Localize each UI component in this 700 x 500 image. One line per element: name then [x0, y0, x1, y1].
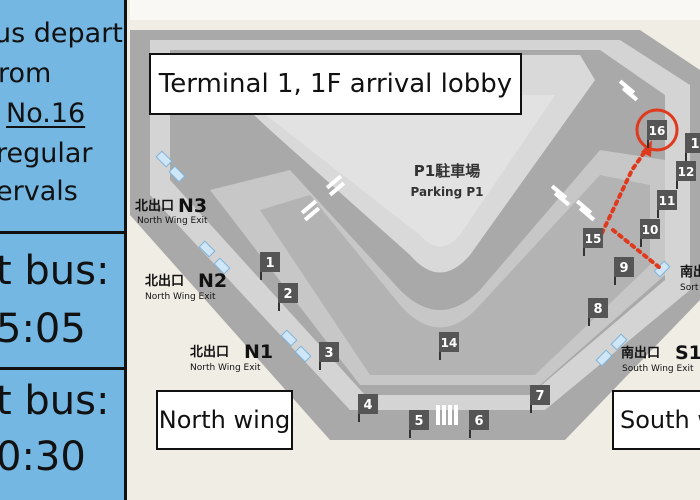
north-wing-label: North wing: [156, 390, 293, 450]
exit-doors: [155, 150, 671, 367]
bus-stop-8: 8: [588, 298, 608, 326]
exit-jp: 北出口: [145, 273, 184, 289]
exit-label-n1: 北出口 N1 North Wing Exit: [190, 341, 273, 373]
stop-badge: [530, 385, 550, 405]
exit-label-s1: 南出口 S1 South Wing Exit: [621, 342, 700, 374]
exit-en: North Wing Exit: [145, 292, 216, 302]
bus-stop-7: 7: [530, 385, 550, 413]
bus-stop-5: 5: [409, 410, 429, 438]
stop-number: 11: [659, 194, 676, 208]
exit-code: S1: [675, 342, 700, 364]
info-line: us departs: [0, 18, 127, 49]
bus-stop-10: 10: [640, 219, 660, 247]
stop-number: 1: [265, 256, 274, 271]
first-bus-block: t bus: 5:05: [0, 234, 124, 370]
bus-stop-13: 1: [685, 133, 700, 161]
stop-number: 10: [642, 223, 659, 237]
stop-number: 9: [619, 261, 628, 276]
info-line: regular: [0, 138, 93, 169]
exit-en: North Wing Exit: [190, 363, 261, 373]
stop-badge: [439, 332, 459, 352]
parking-label-jp: P1駐車場: [414, 162, 480, 180]
info-line: ervals: [0, 176, 78, 207]
south-wing-label: South w: [612, 390, 700, 450]
stop-badge: [583, 228, 603, 248]
departure-info: us departs rom No.16 regular ervals: [0, 0, 127, 234]
info-sidebar: us departs rom No.16 regular ervals t bu…: [0, 0, 127, 500]
terminal-building-edge: [130, 0, 700, 20]
exit-en: South Wing Exit: [622, 364, 694, 374]
stop-badge: [358, 394, 378, 414]
route-from-exit: [611, 228, 662, 270]
center-road: [260, 175, 650, 375]
bus-stop-3: 3: [319, 342, 339, 370]
route-to-stop-16: [600, 148, 648, 235]
bus-stop-14: 14: [439, 332, 459, 360]
stop-number: 1: [690, 137, 699, 152]
stop-badge: [278, 283, 298, 303]
exit-en: Sort: [680, 283, 699, 293]
bus-stop-2: 2: [278, 283, 298, 311]
stop-badge: [469, 410, 489, 430]
exit-label-n2: 北出口 N2 North Wing Exit: [145, 270, 227, 302]
exit-label-s2: 南出 Sort: [680, 264, 700, 293]
first-bus-time: 5:05: [0, 306, 86, 352]
stop-number: 15: [585, 232, 602, 246]
stop-badge: [260, 252, 280, 272]
stop-number: 16: [649, 124, 666, 138]
crosswalks: [300, 79, 639, 425]
exit-label-n3: 北出口 N3 North Wing Exit: [135, 195, 208, 226]
bus-stop-15: 15: [583, 228, 603, 256]
stop-badge: [614, 257, 634, 277]
stop-badge: [588, 298, 608, 318]
stop-badge: [647, 120, 667, 140]
exit-code: N3: [178, 195, 207, 217]
stop-number: 14: [441, 336, 458, 350]
exit-jp: 南出: [680, 264, 700, 280]
stop-badge: [657, 190, 677, 210]
stop-badge: [319, 342, 339, 362]
last-bus-block: t bus: 0:30: [0, 370, 124, 500]
stop-number-line: No.16: [6, 98, 86, 129]
parking-area: [240, 95, 555, 247]
bus-stop-6: 6: [469, 410, 489, 438]
last-bus-time: 0:30: [0, 434, 86, 480]
exit-code: N2: [198, 270, 227, 292]
stop-number: 2: [283, 287, 292, 302]
bus-stop-11: 11: [657, 190, 677, 218]
stop-badge: [685, 133, 700, 153]
stop-number: 7: [535, 389, 544, 404]
bus-stop-4: 4: [358, 394, 378, 422]
stop-number: 5: [414, 414, 423, 429]
last-bus-label: t bus:: [0, 378, 110, 424]
stop-number: 3: [324, 346, 333, 361]
stop-badge: [676, 161, 696, 181]
exit-code: N1: [244, 341, 273, 363]
stop-16-highlight-circle: [635, 108, 679, 152]
first-bus-label: t bus:: [0, 248, 110, 294]
exit-jp: 北出口: [190, 344, 229, 360]
map-title: Terminal 1, 1F arrival lobby: [149, 53, 522, 115]
bus-stop-12: 12: [676, 161, 696, 189]
stop-badge: [640, 219, 660, 239]
exit-en: North Wing Exit: [137, 216, 208, 226]
exit-jp: 北出口: [135, 198, 174, 214]
bus-stop-9: 9: [614, 257, 634, 285]
stop-number: 4: [363, 398, 372, 413]
parking-label-en: Parking P1: [410, 185, 483, 199]
info-line: rom: [0, 58, 52, 89]
stop-number: 8: [593, 302, 602, 317]
bus-stop-16: 16: [647, 120, 667, 148]
bus-stop-1: 1: [260, 252, 280, 280]
stop-number: 12: [678, 165, 695, 179]
stop-number: 6: [474, 414, 483, 429]
exit-jp: 南出口: [621, 345, 660, 361]
stop-badge: [409, 410, 429, 430]
